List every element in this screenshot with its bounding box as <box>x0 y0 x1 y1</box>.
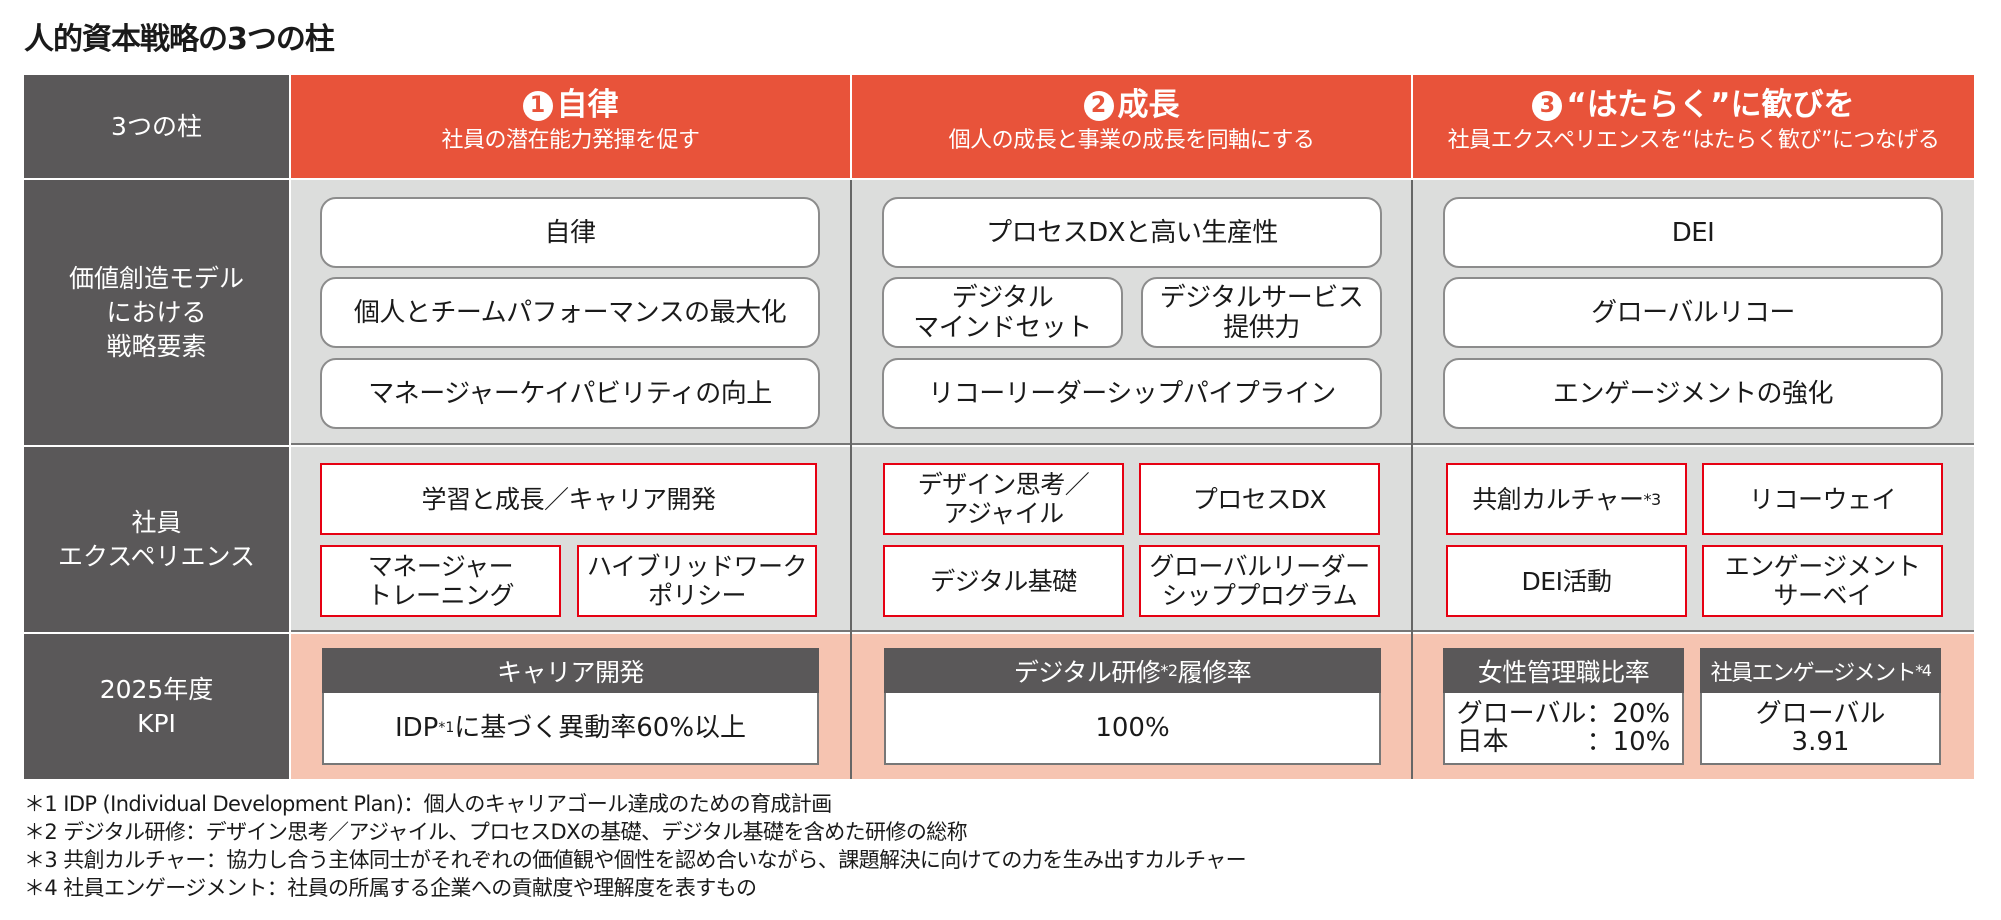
column-divider <box>1411 180 1413 779</box>
kpi-value: グローバル 3.91 <box>1700 693 1941 765</box>
kpi-header: キャリア開発 <box>322 648 819 693</box>
pillar-title: “はたらく”に歓びを <box>1566 87 1855 123</box>
experience-box: 共創カルチャー*3 <box>1446 463 1687 535</box>
strategy-box: リコーリーダーシップパイプライン <box>882 358 1382 429</box>
strategy-box: グローバルリコー <box>1443 277 1943 348</box>
footnote: ＊3 共創カルチャー：協力し合う主体同士がそれぞれの価値観や個性を認め合いながら… <box>24 848 1247 872</box>
experience-box: マネージャー トレーニング <box>320 545 561 617</box>
pillar-title: 自律 <box>556 87 619 123</box>
kpi-value: グローバル：20% 日本 ：10% <box>1443 693 1684 765</box>
strategy-box: 自律 <box>320 197 820 268</box>
strategy-box: エンゲージメントの強化 <box>1443 358 1943 429</box>
row-label-kpi: 2025年度 KPI <box>24 634 289 779</box>
footnote: ＊4 社員エンゲージメント：社員の所属する企業への貢献度や理解度を表すもの <box>24 876 757 900</box>
number-2-icon: 2 <box>1083 91 1114 121</box>
row-label-experience: 社員 エクスペリエンス <box>24 447 289 632</box>
experience-box: DEI活動 <box>1446 545 1687 617</box>
footnote: ＊2 デジタル研修：デザイン思考／アジャイル、プロセスDXの基礎、デジタル基礎を… <box>24 820 968 844</box>
pillar-subtitle: 社員エクスペリエンスを“はたらく歓び”につなげる <box>1447 128 1940 153</box>
page-title: 人的資本戦略の3つの柱 <box>24 22 335 57</box>
number-3-icon: 3 <box>1532 91 1563 121</box>
pillar-header-3: 3“はたらく”に歓びを 社員エクスペリエンスを“はたらく歓び”につなげる <box>1413 75 1974 178</box>
strategy-box: 個人とチームパフォーマンスの最大化 <box>320 277 820 348</box>
kpi-header: 社員エンゲージメント*4 <box>1700 648 1941 693</box>
experience-box: プロセスDX <box>1139 463 1380 535</box>
experience-box: リコーウェイ <box>1702 463 1943 535</box>
experience-box: グローバルリーダー シッププログラム <box>1139 545 1380 617</box>
strategy-box: デジタルサービス 提供力 <box>1141 277 1382 348</box>
number-1-icon: 1 <box>522 91 553 121</box>
kpi-value: 100% <box>884 693 1381 765</box>
pillar-subtitle: 社員の潜在能力発揮を促す <box>441 128 700 153</box>
strategy-box: マネージャーケイパビリティの向上 <box>320 358 820 429</box>
experience-box: デザイン思考／ アジャイル <box>883 463 1124 535</box>
row-label-pillars: 3つの柱 <box>24 75 289 178</box>
row-label-strategy: 価値創造モデル における 戦略要素 <box>24 180 289 445</box>
strategy-box: プロセスDXと高い生産性 <box>882 197 1382 268</box>
kpi-header: 女性管理職比率 <box>1443 648 1684 693</box>
experience-box: 学習と成長／キャリア開発 <box>320 463 817 535</box>
footnote: ＊1 IDP (Individual Development Plan)：個人の… <box>24 792 832 816</box>
pillar-title: 成長 <box>1117 87 1180 123</box>
column-divider <box>850 180 852 779</box>
strategy-box: DEI <box>1443 197 1943 268</box>
experience-box: エンゲージメント サーベイ <box>1702 545 1943 617</box>
experience-box: デジタル基礎 <box>883 545 1124 617</box>
pillar-subtitle: 個人の成長と事業の成長を同軸にする <box>948 128 1315 153</box>
strategy-box: デジタル マインドセット <box>882 277 1123 348</box>
experience-box: ハイブリッドワーク ポリシー <box>577 545 817 617</box>
